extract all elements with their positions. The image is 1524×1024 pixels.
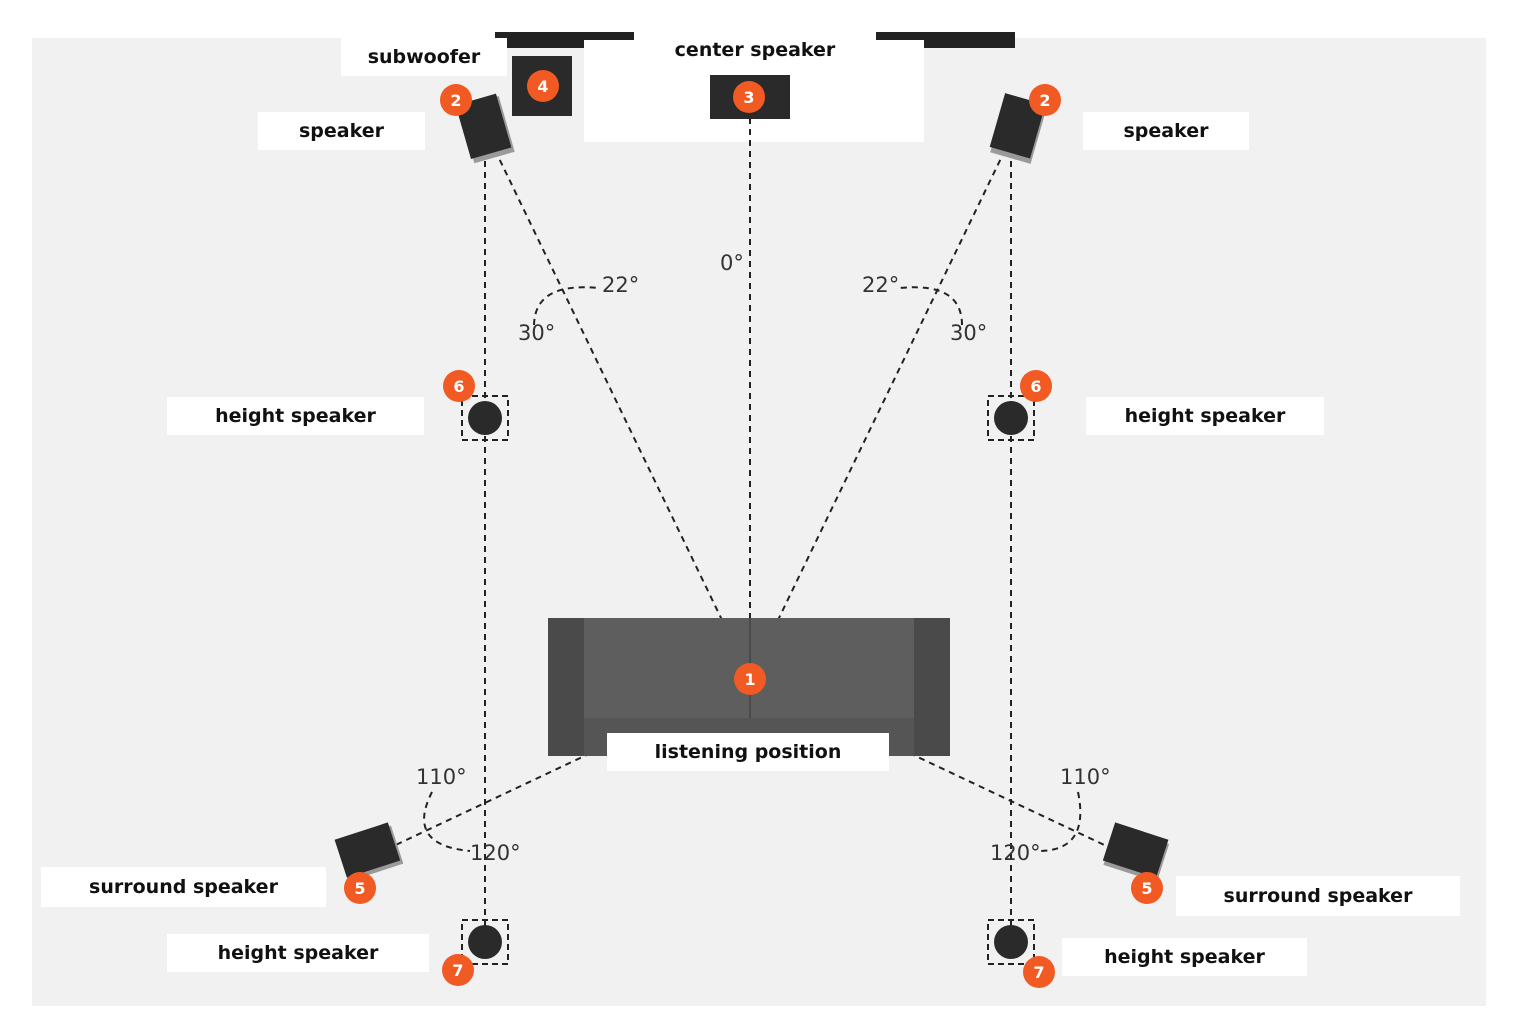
svg-text:4: 4 — [537, 77, 548, 96]
badge-listening: 1 — [734, 663, 766, 695]
badge-surround-left: 5 — [344, 872, 376, 904]
angle-surround-right-inner: 110° — [1060, 765, 1111, 789]
angle-surround-right-outer: 120° — [990, 841, 1041, 865]
height-speakers — [461, 395, 1035, 965]
svg-text:7: 7 — [452, 961, 463, 980]
badge-subwoofer: 4 — [527, 70, 559, 102]
badge-front-right: 2 — [1029, 84, 1061, 116]
svg-text:6: 6 — [1030, 377, 1041, 396]
label-height-rear-right: height speaker — [1062, 938, 1307, 976]
svg-text:2: 2 — [1039, 91, 1050, 110]
badge-surround-right: 5 — [1131, 872, 1163, 904]
label-height-front-left: height speaker — [167, 397, 424, 435]
left-angle-arc — [533, 286, 599, 326]
badge-height-front-right: 6 — [1020, 370, 1052, 402]
badge-center: 3 — [733, 81, 765, 113]
label-center-speaker: center speaker — [634, 30, 876, 70]
right-angle-arc — [899, 286, 963, 326]
badge-height-rear-right: 7 — [1023, 956, 1055, 988]
label-front-right-speaker: speaker — [1083, 112, 1249, 150]
svg-text:3: 3 — [743, 88, 754, 107]
label-surround-left: surround speaker — [41, 867, 326, 907]
label-height-front-right: height speaker — [1086, 397, 1324, 435]
angle-right-outer: 30° — [950, 321, 987, 345]
svg-text:1: 1 — [744, 670, 755, 689]
svg-text:7: 7 — [1033, 963, 1044, 982]
angle-right-inner: 22° — [862, 273, 899, 297]
angle-surround-left-outer: 120° — [470, 841, 521, 865]
dashed-guides — [384, 118, 1116, 940]
angle-left-outer: 30° — [518, 321, 555, 345]
label-height-rear-left: height speaker — [167, 934, 429, 972]
angle-surround-left-inner: 110° — [416, 765, 467, 789]
front-right-guide — [749, 149, 1006, 679]
surround-left-angle-arc — [423, 791, 471, 852]
svg-text:6: 6 — [453, 377, 464, 396]
badge-front-left: 2 — [440, 84, 472, 116]
front-left-guide — [494, 149, 751, 679]
label-surround-right: surround speaker — [1176, 876, 1460, 916]
svg-text:2: 2 — [450, 91, 461, 110]
badge-height-rear-left: 7 — [442, 954, 474, 986]
front-left-speaker — [455, 93, 515, 164]
badge-height-front-left: 6 — [443, 370, 475, 402]
room-floor — [32, 38, 1486, 1006]
surround-left-speaker — [334, 822, 404, 881]
surround-right-angle-arc — [1039, 791, 1082, 852]
label-front-left-speaker: speaker — [258, 112, 425, 150]
front-right-speaker — [989, 93, 1047, 164]
angle-center: 0° — [720, 251, 744, 275]
svg-text:5: 5 — [1141, 879, 1152, 898]
angle-left-inner: 22° — [602, 273, 639, 297]
label-listening-position: listening position — [607, 733, 889, 771]
surround-right-speaker — [1102, 822, 1170, 883]
label-subwoofer: subwoofer — [341, 38, 507, 76]
svg-text:5: 5 — [354, 879, 365, 898]
